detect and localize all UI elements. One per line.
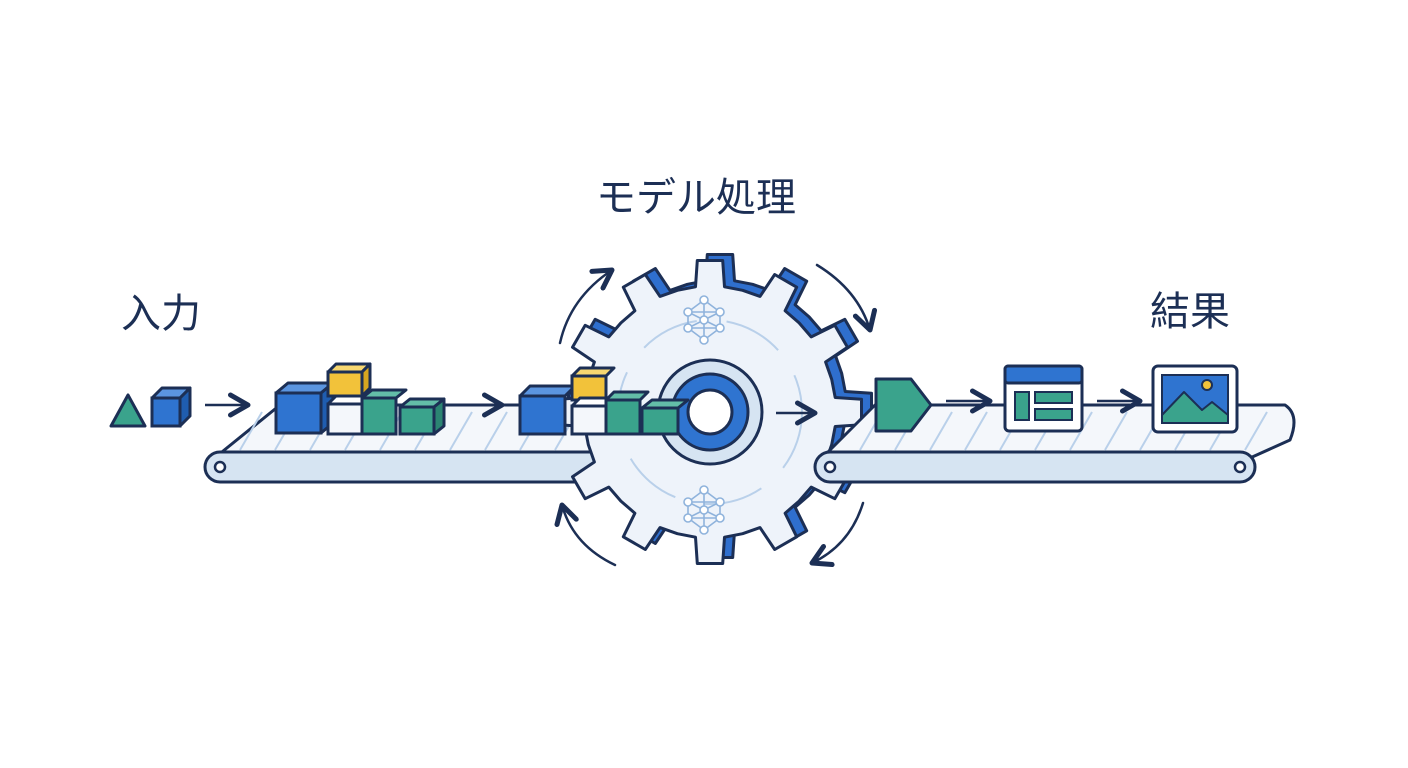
document-icon [1003,364,1084,433]
image-icon [1151,364,1239,434]
gear-hub-core [686,388,734,436]
rotation-arrow-icon [815,263,878,333]
neural-network-icon [683,295,725,345]
left-roller-start [213,460,227,474]
right-belt-rail [813,450,1257,484]
neural-network-icon [683,485,725,535]
triangle-icon [109,393,147,428]
output-label: 結果 [1150,289,1230,335]
rotation-arrow-icon [558,267,615,345]
rotation-arrow-icon [809,501,865,568]
pentagon-token [874,377,933,433]
input-label: 入力 [121,291,201,337]
rotation-arrows [554,263,878,568]
right-roller-start [823,460,837,474]
cube-icon [150,386,192,428]
block-cluster-2 [518,366,690,436]
input-shapes [109,386,192,428]
right-roller-end [1233,460,1247,474]
rotation-arrow-icon [554,502,617,567]
block-cluster-1 [274,362,446,436]
model-processing-label: モデル処理 [596,175,796,221]
